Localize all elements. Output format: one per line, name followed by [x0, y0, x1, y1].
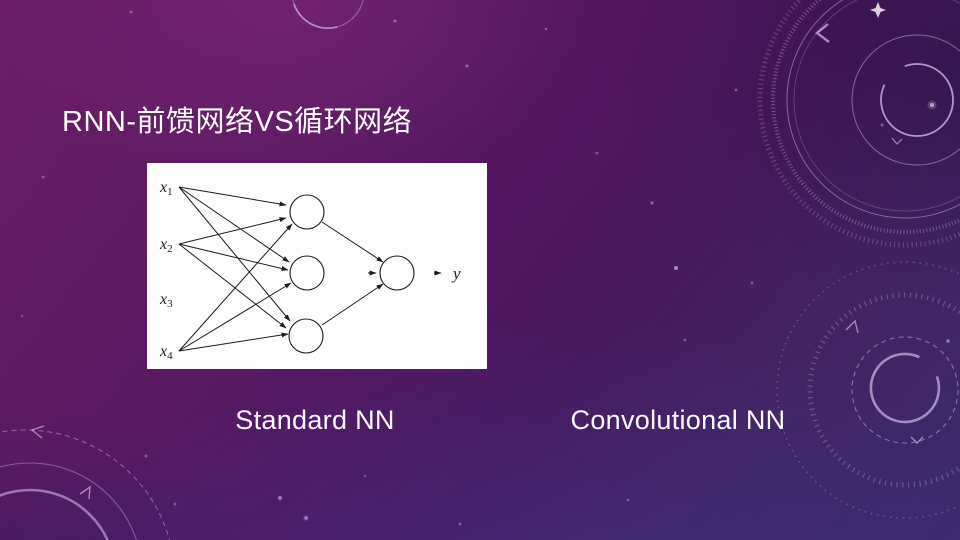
nn-node — [289, 194, 325, 230]
nn-edge — [321, 221, 384, 263]
nn-output-label: y — [451, 264, 461, 283]
arrowhead-icon — [845, 319, 859, 334]
circle-decoration-top — [292, 0, 364, 30]
neural-network-diagram: x1 x2 x3 x4 y — [159, 179, 461, 362]
rings-decoration-bottom-left — [0, 425, 171, 540]
nn-input-label: x2 — [159, 236, 173, 255]
nn-node — [288, 318, 324, 354]
nn-edge — [178, 243, 287, 329]
nn-edge — [178, 243, 289, 271]
rings-decoration-bottom-right — [776, 261, 960, 519]
chevron-left-icon — [815, 23, 830, 43]
neural-network-diagram-panel: x1 x2 x3 x4 y — [147, 163, 487, 369]
nn-edge — [178, 223, 293, 352]
star-icon — [870, 2, 886, 18]
arrowhead-icon — [910, 436, 924, 444]
nn-input-label: x4 — [159, 343, 173, 362]
arrowhead-icon — [79, 485, 91, 500]
slide-title: RNN-前馈网络VS循环网络 — [62, 106, 413, 139]
nn-edge — [178, 282, 292, 352]
nn-edge — [321, 283, 384, 326]
arrowhead-icon — [30, 425, 45, 439]
nn-edge — [178, 217, 287, 245]
nn-edge — [178, 186, 291, 322]
nn-node — [289, 255, 325, 291]
nn-edge — [178, 186, 287, 207]
nn-edge — [178, 332, 289, 352]
nn-node — [379, 255, 415, 291]
caption-convolutional-nn: Convolutional NN — [570, 405, 786, 435]
nn-input-label: x1 — [159, 179, 173, 198]
nn-input-label: x3 — [159, 291, 173, 310]
broken-ring-icon — [869, 352, 941, 424]
nn-edge — [178, 186, 290, 263]
caption-standard-nn: Standard NN — [235, 405, 395, 435]
